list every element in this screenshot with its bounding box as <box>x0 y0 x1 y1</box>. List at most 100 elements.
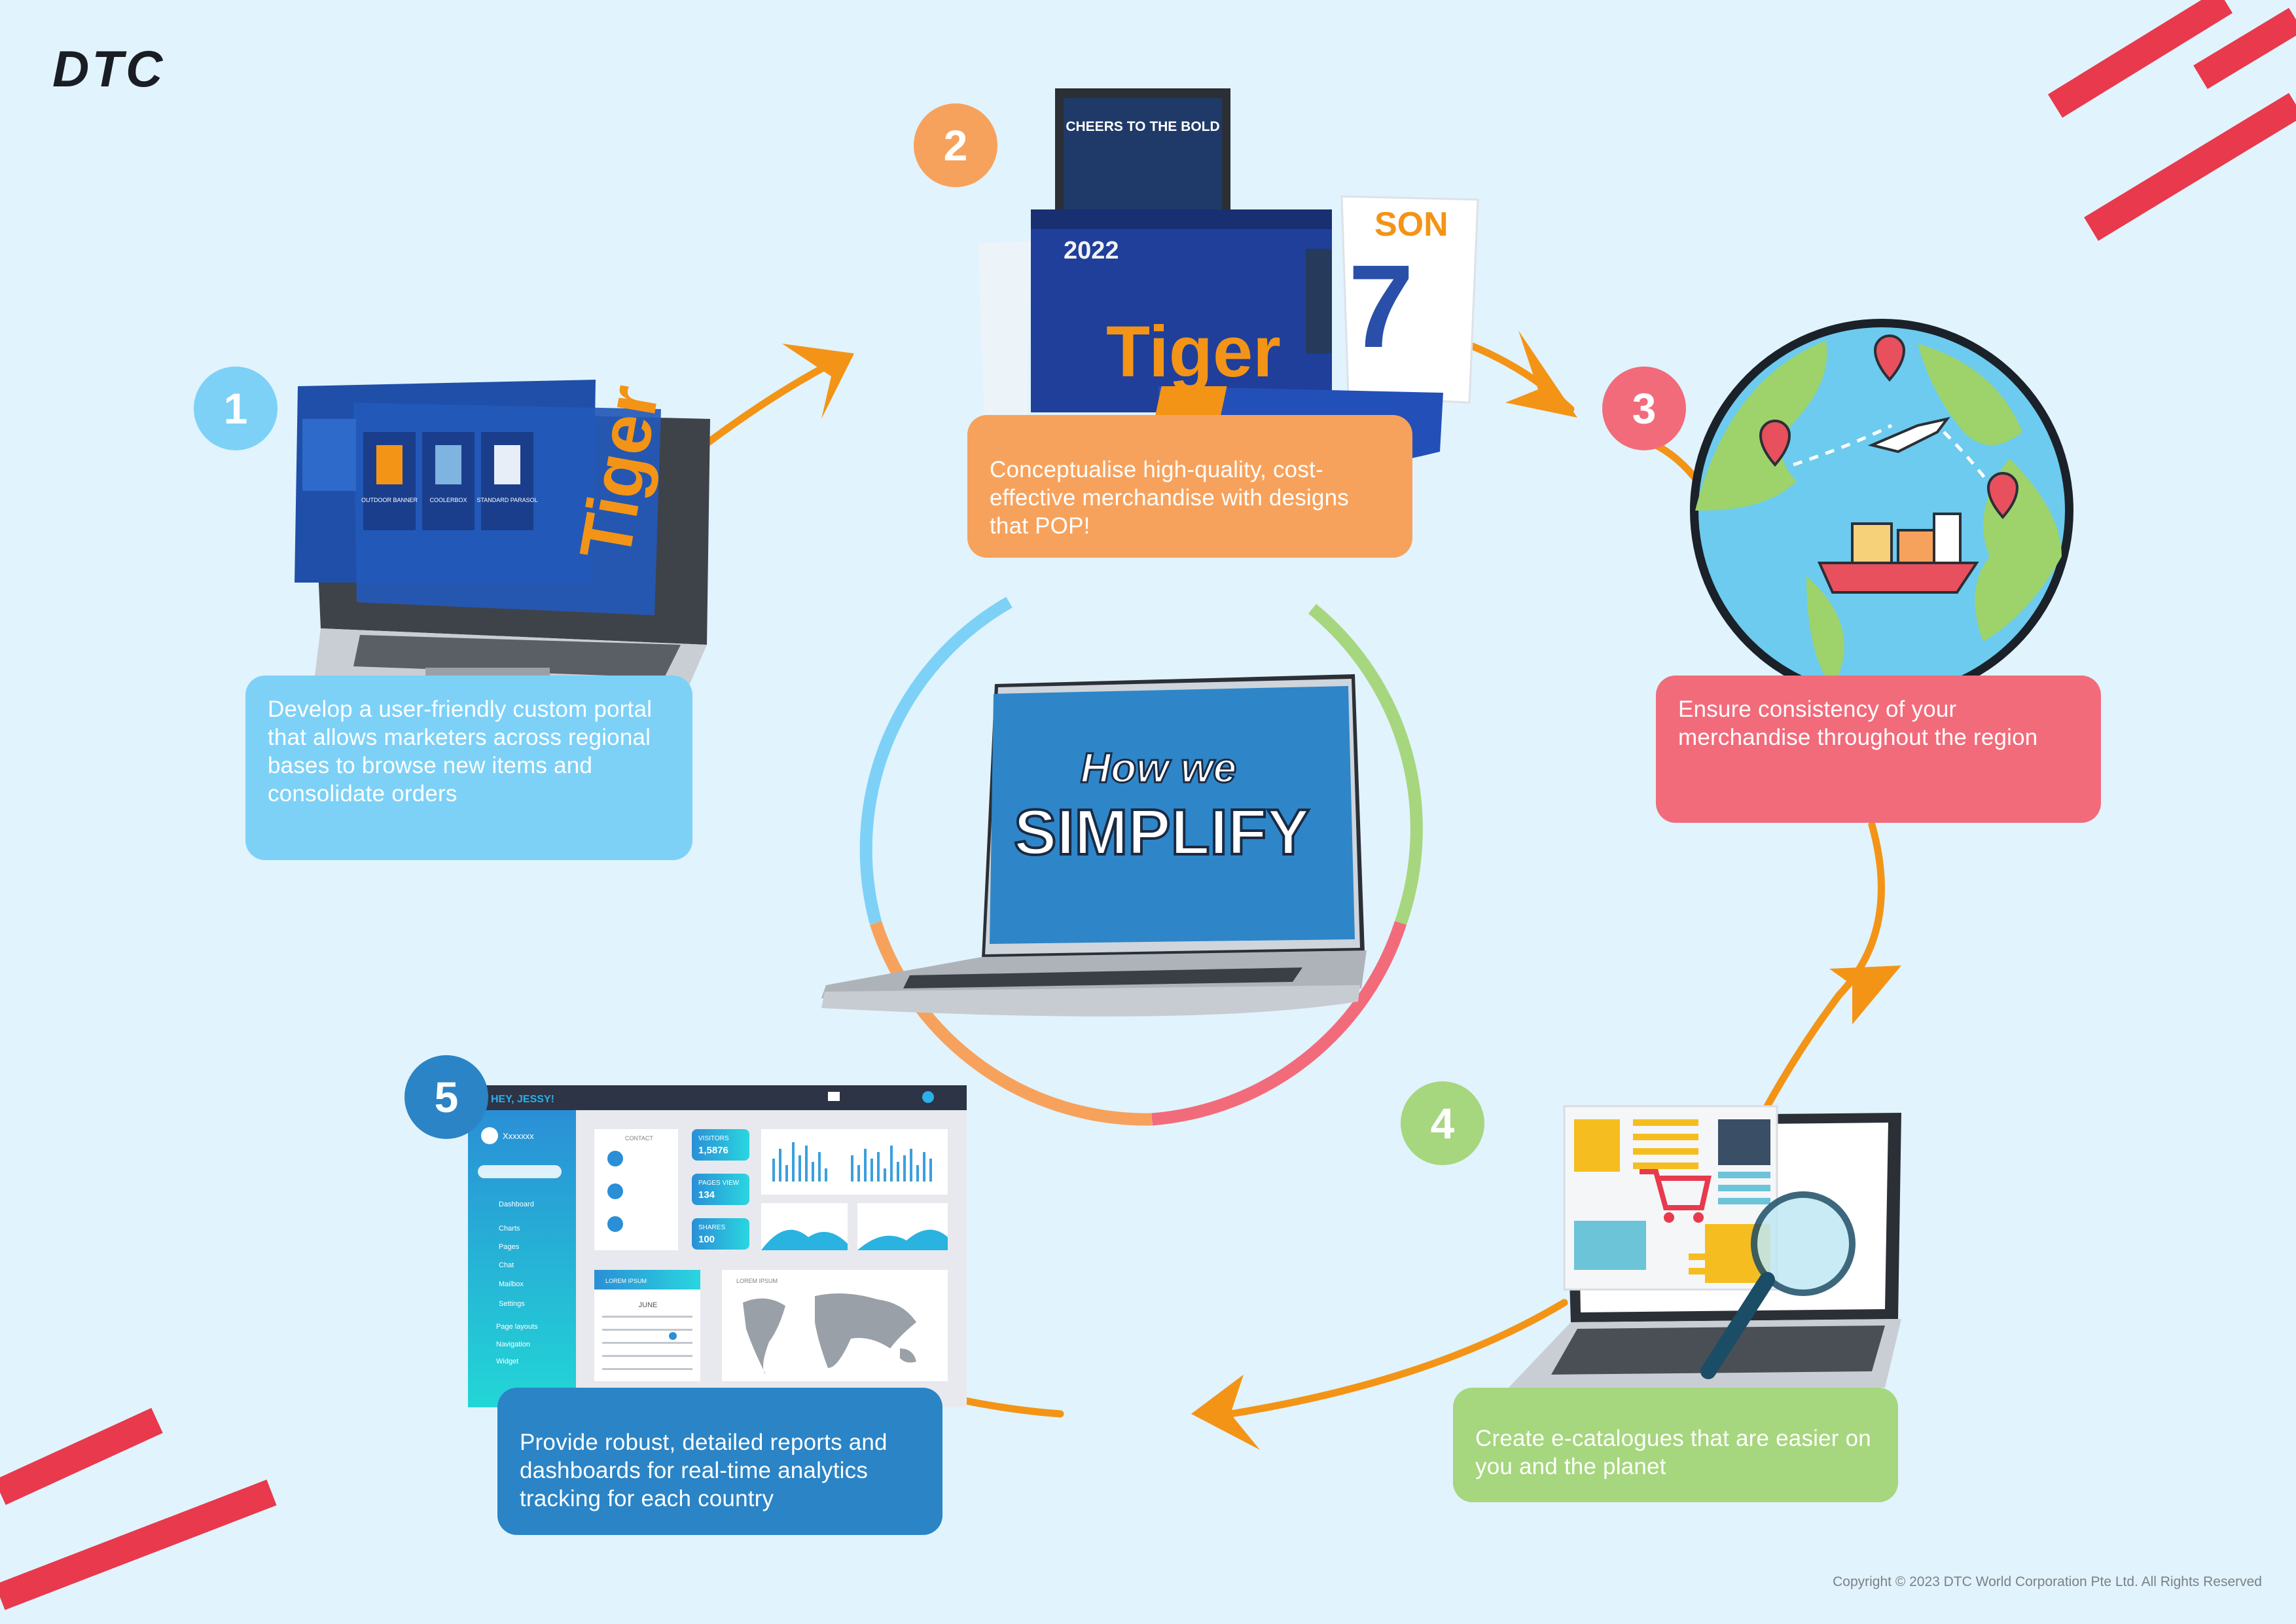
stat-label-visitors: VISITORS <box>698 1135 729 1142</box>
dashboard-menu-widget[interactable]: Widget <box>496 1358 518 1365</box>
dashboard-wave-chart-2 <box>857 1229 948 1250</box>
portal-product-name-3: STANDARD PARASOL <box>476 497 537 503</box>
dashboard-contact-card <box>594 1129 678 1250</box>
dashboard-menu-settings[interactable]: Settings <box>499 1300 525 1308</box>
step-1-badge: 1 <box>194 367 278 450</box>
arrow-head-2-to-3 <box>1505 331 1577 418</box>
ring-segment-green <box>1308 604 1423 926</box>
center-laptop-keyboard <box>903 967 1302 988</box>
dashboard-user-avatar <box>922 1091 934 1103</box>
dashboard-stat-shares <box>692 1218 749 1250</box>
arrow-head-3-to-4 <box>1829 965 1901 1024</box>
arrow-4-to-5-a <box>1227 1299 1568 1418</box>
dashboard-calendar-grid <box>602 1316 692 1370</box>
portal-laptop-keyboard <box>353 635 681 677</box>
step-5-badge: 5 <box>404 1055 488 1139</box>
dashboard-menu-chat[interactable]: Chat <box>499 1261 514 1269</box>
stripe-top-right-3 <box>2084 93 2296 241</box>
stripe-top-right-2 <box>2193 8 2296 89</box>
dashboard-bar-chart-card <box>761 1129 948 1195</box>
dashboard-menu-mailbox[interactable]: Mailbox <box>499 1280 524 1288</box>
brand-logo: DTC <box>52 39 165 99</box>
dashboard-sidebar <box>468 1110 576 1407</box>
dashboard-calendar-title: LOREM IPSUM <box>605 1278 647 1284</box>
dashboard-world-map <box>743 1293 916 1375</box>
dashboard-profile-icon <box>481 1127 498 1144</box>
stat-value-pages-view: 134 <box>698 1189 715 1200</box>
dashboard-menu-page-layouts[interactable]: Page layouts <box>496 1323 538 1331</box>
shopping-cart-icon <box>1640 1169 1712 1210</box>
merch-bottle <box>1306 249 1332 353</box>
ring-segment-blue <box>859 596 1013 925</box>
dashboard-contact-title: CONTACT <box>625 1135 653 1142</box>
portal-product-name-1: OUTDOOR BANNER <box>361 497 418 503</box>
dashboard-calendar-month: JUNE <box>639 1301 658 1309</box>
dashboard-stat-visitors <box>692 1129 749 1161</box>
magnifier-icon <box>1751 1191 1856 1296</box>
merch-jersey-name: SON <box>1374 206 1448 244</box>
merch-glass <box>978 241 1031 439</box>
dashboard-search-input[interactable] <box>478 1165 562 1178</box>
mail-icon <box>828 1092 840 1101</box>
merch-year: 2022 <box>1064 237 1119 264</box>
plane-icon <box>1867 416 1950 454</box>
step-1-caption: Develop a user-friendly custom portal th… <box>245 676 692 860</box>
arrow-4-to-5-b <box>961 1397 1064 1418</box>
location-pin-icon <box>1759 420 1791 467</box>
arrow-head-4-to-5 <box>1191 1375 1260 1450</box>
location-pin-icon <box>1986 472 2019 520</box>
step-5-caption: Provide robust, detailed reports and das… <box>497 1388 942 1535</box>
portal-product-name-2: COOLERBOX <box>429 497 467 503</box>
dashboard-map-title: LOREM IPSUM <box>736 1278 778 1284</box>
stripe-bottom-left-2 <box>0 1479 277 1610</box>
dashboard-greeting: HEY, JESSY! <box>491 1094 554 1105</box>
dashboard-menu-dashboard[interactable]: Dashboard <box>499 1200 534 1208</box>
merch-tv-title: CHEERS TO THE BOLD <box>1066 119 1219 134</box>
step-2-caption: Conceptualise high-quality, cost-effecti… <box>967 415 1412 558</box>
dashboard-menu-navigation[interactable]: Navigation <box>496 1341 530 1348</box>
copyright-notice: Copyright © 2023 DTC World Corporation P… <box>1833 1574 2262 1589</box>
step-4-caption: Create e-catalogues that are easier on y… <box>1453 1388 1898 1502</box>
dashboard-menu-pages[interactable]: Pages <box>499 1243 520 1251</box>
brand-logo-text: DTC <box>52 40 166 98</box>
center-laptop-screen <box>990 686 1355 944</box>
center-title-line2: SIMPLIFY <box>1014 796 1310 868</box>
globe-land-west <box>1695 340 1827 511</box>
stat-label-shares: SHARES <box>698 1224 725 1231</box>
arrow-3-to-4 <box>1763 821 1885 1110</box>
arrow-head-1-to-2 <box>782 344 854 419</box>
stat-value-visitors: 1,5876 <box>698 1145 728 1156</box>
dashboard-menu-charts[interactable]: Charts <box>499 1225 520 1233</box>
merch-cooler-brand: Tiger <box>1106 312 1281 392</box>
location-pin-icon <box>1873 334 1906 382</box>
step-4-badge: 4 <box>1401 1081 1484 1165</box>
stripe-top-right-1 <box>2047 0 2233 118</box>
merch-jersey-number: 7 <box>1348 241 1414 372</box>
globe-land-south <box>1806 576 1844 687</box>
stripe-bottom-left-1 <box>0 1407 163 1506</box>
dashboard-topbar <box>468 1085 967 1110</box>
dashboard-wave-chart-1 <box>761 1229 848 1250</box>
ring-segment-orange <box>869 921 1153 1126</box>
step-3-badge: 3 <box>1602 367 1686 450</box>
merch-jersey <box>1340 195 1479 404</box>
dashboard-stat-pages-view <box>692 1174 749 1205</box>
step-2-badge: 2 <box>914 103 997 187</box>
stat-value-shares: 100 <box>698 1234 715 1245</box>
step-3-caption: Ensure consistency of your merchandise t… <box>1656 676 2101 823</box>
globe-land-north <box>1918 344 2022 445</box>
stat-label-pages-view: PAGES VIEW <box>698 1180 740 1187</box>
dashboard-user-name: Xxxxxxx <box>503 1131 534 1141</box>
center-title-line1: How we <box>1081 744 1236 791</box>
dashboard-bar-chart <box>772 1142 932 1182</box>
merch-coolerbox <box>1031 219 1332 412</box>
